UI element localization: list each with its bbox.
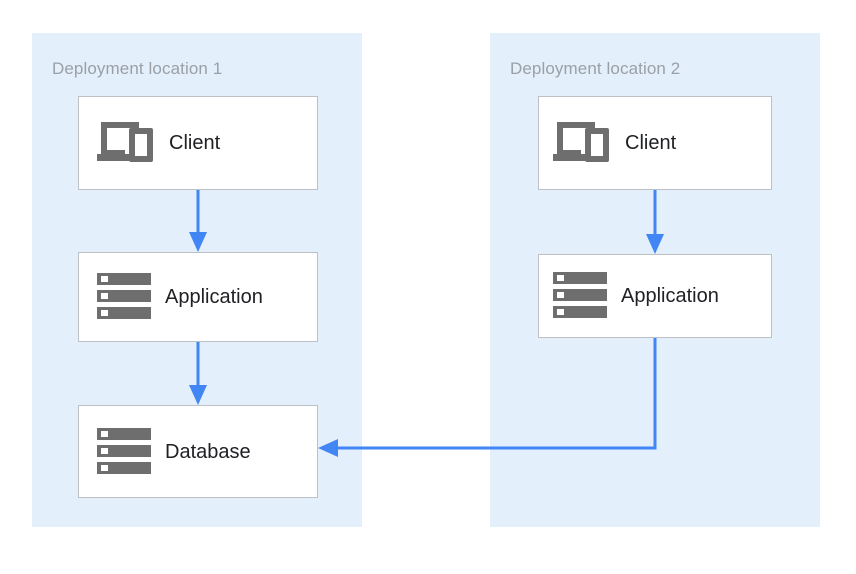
- server-stack-icon: [97, 273, 151, 321]
- node-label-client-2: Client: [625, 132, 677, 154]
- node-application-1[interactable]: Application: [78, 252, 318, 342]
- server-stack-icon: [553, 272, 607, 320]
- node-label-application-1: Application: [165, 286, 263, 308]
- node-application-2[interactable]: Application: [538, 254, 772, 338]
- client-devices-icon: [97, 120, 155, 166]
- zone-label-deployment-location-1: Deployment location 1: [52, 59, 223, 78]
- server-stack-icon: [97, 427, 151, 476]
- node-label-client-1: Client: [169, 132, 221, 154]
- node-label-database-1: Database: [165, 440, 251, 463]
- zone-label-deployment-location-2: Deployment location 2: [510, 59, 681, 78]
- node-client-1[interactable]: Client: [78, 96, 318, 190]
- node-database-1[interactable]: Database: [78, 405, 318, 498]
- client-devices-icon: [553, 120, 611, 166]
- node-label-application-2: Application: [621, 285, 719, 307]
- node-client-2[interactable]: Client: [538, 96, 772, 190]
